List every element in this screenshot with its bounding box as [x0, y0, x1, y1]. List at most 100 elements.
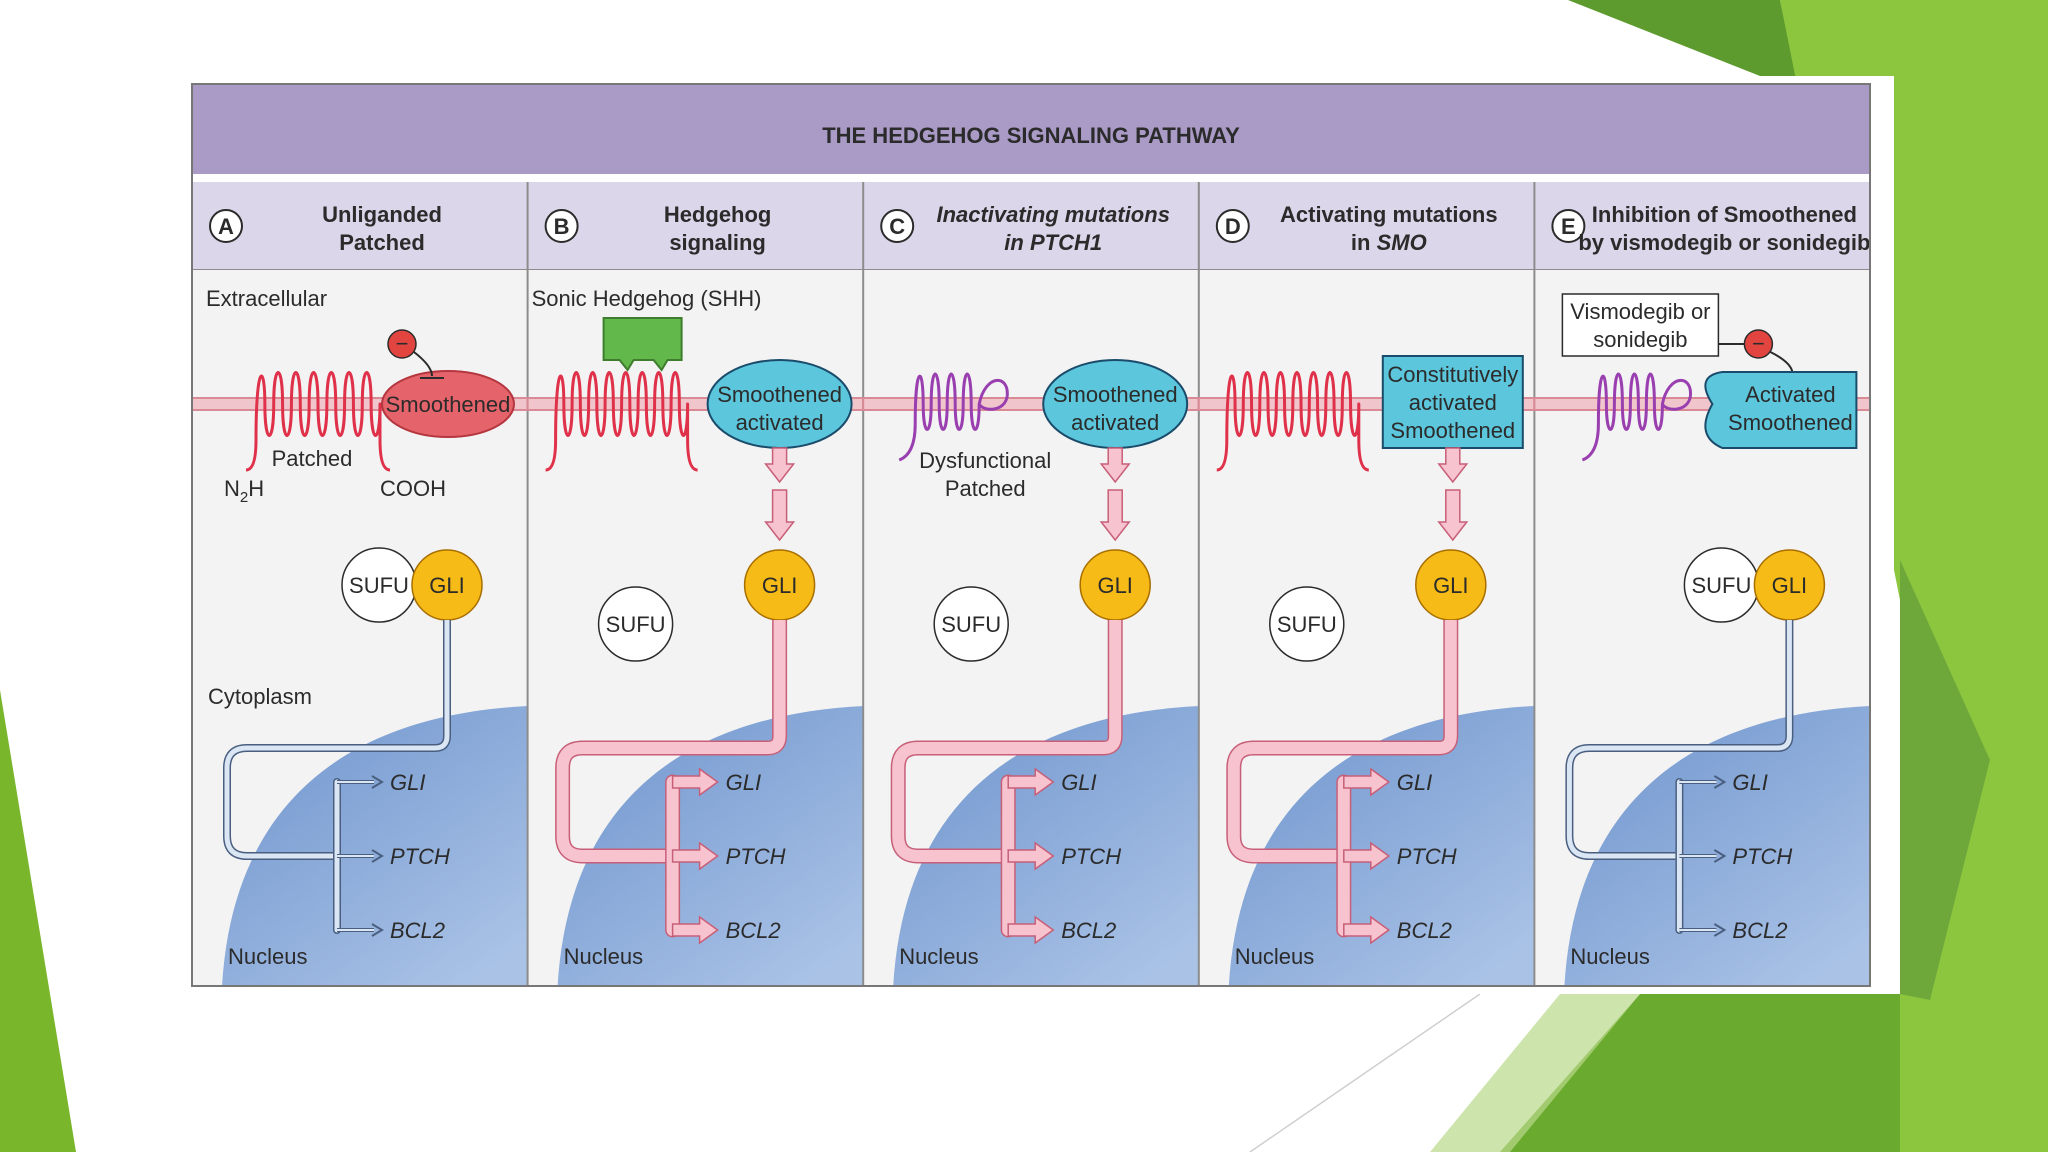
panel-header-line-2: signaling	[669, 230, 766, 255]
signal-pipe	[556, 620, 786, 862]
label-smoothened: Smoothened	[717, 382, 842, 407]
gene-label-gli: GLI	[1397, 770, 1432, 795]
signal-pipe	[1566, 620, 1792, 859]
sufu-protein	[1269, 586, 1345, 662]
gene-label-bcl2: BCL2	[390, 918, 445, 943]
gene-label-ptch: PTCH	[390, 844, 450, 869]
label-nucleus: Nucleus	[1235, 944, 1314, 969]
nucleus-region	[1228, 706, 1535, 986]
shh-ligand	[602, 317, 683, 372]
gene-arrow	[1007, 841, 1055, 871]
label-smoothened: Smoothened	[1390, 418, 1515, 443]
slide-decor-left-green	[0, 690, 76, 1152]
signal-pipe	[224, 620, 450, 859]
nucleus-region	[893, 706, 1199, 986]
label-gli: GLI	[1772, 573, 1807, 598]
gene-arrow	[1343, 841, 1391, 871]
gene-label-gli: GLI	[1061, 770, 1096, 795]
header-tspan: in	[1351, 230, 1377, 255]
nucleus-region	[222, 706, 528, 986]
label-gli: GLI	[429, 573, 464, 598]
gene-arrow-head	[1713, 849, 1727, 863]
minus-sign: −	[1752, 331, 1765, 356]
dysfunctional-patched-receptor	[898, 372, 1009, 462]
signal-arrow	[764, 447, 796, 484]
dysfunctional-patched-receptor	[1581, 372, 1692, 462]
panel-letter-circle	[1215, 209, 1250, 243]
label-gli: GLI	[1097, 573, 1132, 598]
patched-receptor	[245, 371, 391, 472]
label-cooh: COOH	[380, 476, 446, 501]
gene-arrow-head	[371, 849, 384, 863]
label-activated: activated	[736, 410, 824, 435]
label-dysfunctional: Dysfunctional	[919, 448, 1051, 473]
label-sufu: SUFU	[941, 612, 1001, 637]
inhibition-minus-icon	[1743, 329, 1774, 359]
panel-c: C Inactivating mutations in PTCH1Dysfuncti…	[862, 182, 1200, 986]
panel-letter: A	[218, 214, 234, 239]
inhibition-minus-icon	[387, 329, 417, 359]
signal-arrow	[1099, 489, 1131, 542]
header-tspan-italic: SMO	[1377, 230, 1427, 255]
panel-header-line-1: Inactivating mutations	[936, 202, 1169, 227]
signal-arrow	[1437, 447, 1469, 484]
gene-label-bcl2: BCL2	[1061, 918, 1116, 943]
inhibition-bar	[413, 351, 444, 379]
panel-letter-circle	[544, 209, 579, 243]
panel-header-line-1: Inhibition of Smoothened	[1592, 202, 1857, 227]
gene-label-ptch: PTCH	[726, 844, 786, 869]
smoothened-inactive	[381, 370, 515, 438]
label-dysfunctional-patched: Patched	[945, 476, 1026, 501]
panel-header-line-1: Hedgehog	[664, 202, 772, 227]
panel-letter: C	[889, 214, 905, 239]
drug-box	[1561, 293, 1720, 357]
header-band	[192, 182, 1870, 270]
panel-letter-circle	[880, 209, 915, 243]
gene-arrow	[1343, 767, 1391, 797]
gene-label-ptch: PTCH	[1732, 844, 1792, 869]
figure-frame	[191, 83, 1871, 987]
label-gli: GLI	[1433, 573, 1468, 598]
gene-label-bcl2: BCL2	[1397, 918, 1452, 943]
gene-arrow-head	[1713, 775, 1727, 789]
gene-arrow-head	[1713, 923, 1727, 937]
panel-letter-circle	[209, 209, 243, 243]
smoothened-inhibited	[1704, 371, 1858, 449]
label-nucleus: Nucleus	[899, 944, 978, 969]
label-smoothened: Smoothened	[386, 392, 511, 417]
label-gli: GLI	[762, 573, 797, 598]
label-activated: activated	[1409, 390, 1497, 415]
panel-header-line-2: in SMO	[1351, 230, 1427, 255]
panel-letter-circle	[1551, 209, 1586, 243]
minus-sign: −	[396, 331, 409, 356]
panel-letter: D	[1225, 214, 1241, 239]
sufu-protein	[933, 586, 1009, 662]
signal-arrow	[1437, 489, 1469, 542]
gene-arrow	[671, 915, 719, 945]
gene-label-bcl2: BCL2	[726, 918, 781, 943]
gene-arrow-head	[371, 775, 384, 789]
n-subscript: 2	[240, 489, 248, 506]
patched-receptor	[545, 371, 698, 472]
label-nucleus: Nucleus	[564, 944, 643, 969]
panel-header-line-2: in PTCH1	[1004, 230, 1102, 255]
title-band	[192, 84, 1870, 174]
slide-decor-bottom-green	[1500, 994, 1900, 1152]
label-sufu: SUFU	[1691, 573, 1751, 598]
label-smoothened: Smoothened	[1053, 382, 1178, 407]
label-constitutively: Constitutively	[1387, 362, 1518, 387]
slide-decor-bottom-light	[1430, 994, 1640, 1152]
gene-arrow	[1343, 915, 1391, 945]
label-activated: activated	[1071, 410, 1159, 435]
sufu-protein	[597, 586, 674, 662]
label-shh: Sonic Hedgehog (SHH)	[532, 286, 762, 311]
nucleus-region	[1564, 706, 1870, 986]
patched-receptor	[1216, 371, 1370, 472]
label-activated: Activated	[1745, 382, 1836, 407]
gene-arrow	[671, 841, 719, 871]
figure-title: THE HEDGEHOG SIGNALING PATHWAY	[822, 123, 1240, 148]
